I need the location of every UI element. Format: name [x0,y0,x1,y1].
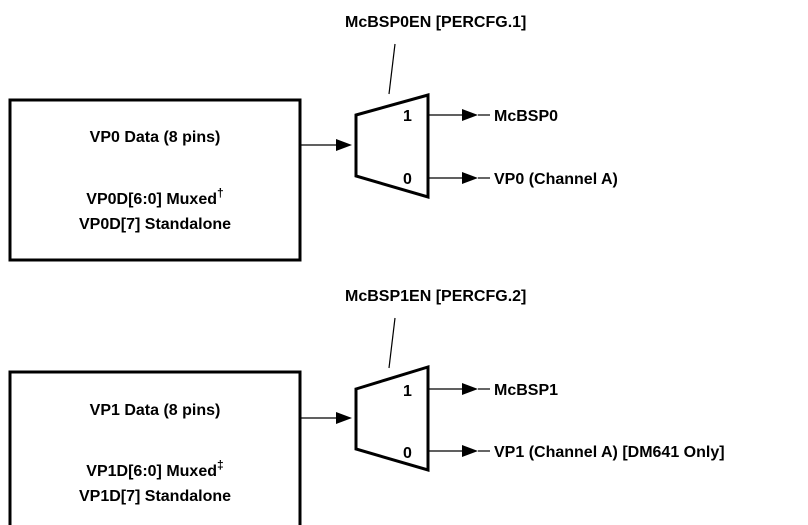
arrow-icon [462,172,478,184]
output-label-vp1: VP1 (Channel A) [DM641 Only] [494,444,725,461]
enable-line [388,43,396,95]
arrow-icon [462,109,478,121]
vp1-box-title: VP1 Data (8 pins) [90,402,221,419]
enable-label-mcbsp1en: McBSP1EN [PERCFG.2] [345,288,526,305]
output-label-mcbsp0: McBSP0 [494,108,558,125]
vp0-box-title: VP0 Data (8 pins) [90,129,221,146]
vp1-box-line2: VP1D[7] Standalone [79,488,231,505]
output-label-vp0: VP0 (Channel A) [494,171,618,188]
arrow-icon [336,412,352,424]
arrow-icon [336,139,352,151]
vp0-data-box [8,98,302,262]
group-vp1: McBSP1EN [PERCFG.2] VP1 Data (8 pins) VP… [8,288,725,525]
arrow-icon [462,383,478,395]
mux-input-0: 0 [403,445,412,462]
vp1-data-box [8,370,302,525]
vp0-box-line1: VP0D[6:0] Muxed† [86,186,223,208]
mux-input-1: 1 [403,108,412,125]
vp1-box-line1: VP1D[6:0] Muxed‡ [86,458,223,480]
group-vp0: McBSP0EN [PERCFG.1] VP0 Data (8 pins) VP… [8,14,618,262]
mux-input-1: 1 [403,383,412,400]
dagger-mark: † [217,186,224,200]
arrow-icon [462,445,478,457]
output-label-mcbsp1: McBSP1 [494,382,558,399]
vp0-box-line2: VP0D[7] Standalone [79,216,231,233]
double-dagger-mark: ‡ [217,458,224,472]
enable-label-mcbsp0en: McBSP0EN [PERCFG.1] [345,14,526,31]
mux-vp1 [354,364,430,472]
mux-input-0: 0 [403,171,412,188]
mux-vp0 [354,93,430,199]
enable-line [388,317,396,369]
